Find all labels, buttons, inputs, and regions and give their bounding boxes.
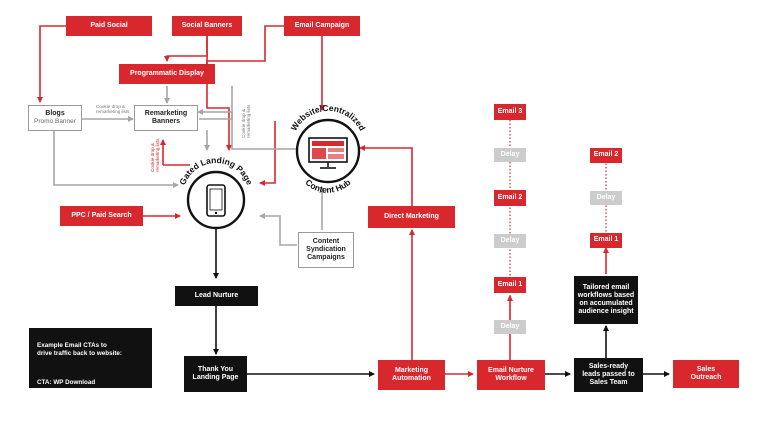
cookie-note-gated: Cookie drop & remarketing lists bbox=[150, 138, 161, 172]
sales-ready-node: Sales-ready leads passed to Sales Team bbox=[574, 358, 643, 392]
cookie-note-hub: Cookie drop & remarketing lists bbox=[241, 104, 252, 138]
sales-outreach-node: Sales Outreach bbox=[673, 360, 739, 388]
paid-social-node: Paid Social bbox=[66, 16, 152, 36]
arrow-remarketing-loop-up bbox=[199, 86, 233, 120]
ppc-paid-search-node: PPC / Paid Search bbox=[60, 206, 143, 226]
seq-b-delay: Delay bbox=[590, 191, 622, 205]
remarketing-banners-node: Remarketing Banners bbox=[134, 105, 198, 131]
cta-box-heading: Example Email CTAs to drive traffic back… bbox=[37, 341, 123, 357]
cta-line-wp-download: CTA: WP Download bbox=[37, 379, 96, 387]
seq-a-email-2: Email 2 bbox=[494, 190, 526, 206]
seq-a-delay-3: Delay bbox=[494, 320, 526, 334]
cta-line-product-pages: CTA: Product Pages bbox=[37, 410, 98, 418]
seq-a-email-3: Email 3 bbox=[494, 104, 526, 120]
email-nurture-workflow-node: Email Nurture Workflow bbox=[477, 360, 545, 390]
programmatic-display-node: Programmatic Display bbox=[119, 64, 215, 84]
arrow-paid-social-to-blogs bbox=[37, 25, 66, 103]
marketing-automation-node: Marketing Automation bbox=[378, 360, 445, 390]
direct-marketing-node: Direct Marketing bbox=[368, 206, 455, 228]
seq-a-email-1: Email 1 bbox=[494, 277, 526, 293]
arrow-direct-to-hub bbox=[359, 145, 413, 206]
blogs-subtitle: Promo Banner bbox=[34, 118, 76, 126]
arrow-email-campaign-to-programmatic bbox=[206, 25, 284, 64]
cookie-note-blogs: Cookie drop & remarketing lists bbox=[96, 104, 130, 115]
seq-b-email-2: Email 2 bbox=[590, 148, 622, 163]
arrow-blogs-to-gated bbox=[53, 130, 179, 188]
lead-nurture-node: Lead Nurture bbox=[175, 286, 258, 306]
arrow-syndication-to-gated bbox=[259, 213, 297, 246]
cta-line-blog-articles: CTA: Blog Articles bbox=[37, 395, 92, 403]
arrow-social-banners-to-remarketing bbox=[164, 36, 208, 62]
seq-a-delay-2: Delay bbox=[494, 234, 526, 248]
social-banners-node: Social Banners bbox=[172, 16, 242, 36]
seq-b-email-1: Email 1 bbox=[590, 233, 622, 248]
email-campaign-node: Email Campaign bbox=[284, 16, 360, 36]
content-syndication-node: Content Syndication Campaigns bbox=[298, 232, 354, 268]
marketing-flow-diagram: Gated Landing Page Website/Centralized C… bbox=[28, 16, 739, 418]
blogs-node: Blogs Promo Banner bbox=[28, 105, 82, 131]
arrow-social-banners-to-gated bbox=[206, 36, 232, 151]
thank-you-landing-node: Thank You Landing Page bbox=[184, 356, 247, 392]
gated-landing-page-circle: Gated Landing Page bbox=[177, 155, 255, 230]
website-hub-bottom-label: Content Hub bbox=[303, 177, 352, 195]
example-cta-box: Example Email CTAs to drive traffic back… bbox=[29, 328, 152, 418]
arrow-hub-to-gated bbox=[259, 121, 276, 186]
tailored-workflows-node: Tailored email workflows based on accumu… bbox=[574, 276, 638, 324]
blogs-title: Blogs bbox=[45, 110, 65, 118]
website-content-hub-circle: Website/Centralized Content Hub bbox=[289, 103, 368, 195]
arrow-hub-to-remarketing bbox=[197, 109, 296, 150]
seq-a-delay-1: Delay bbox=[494, 148, 526, 162]
